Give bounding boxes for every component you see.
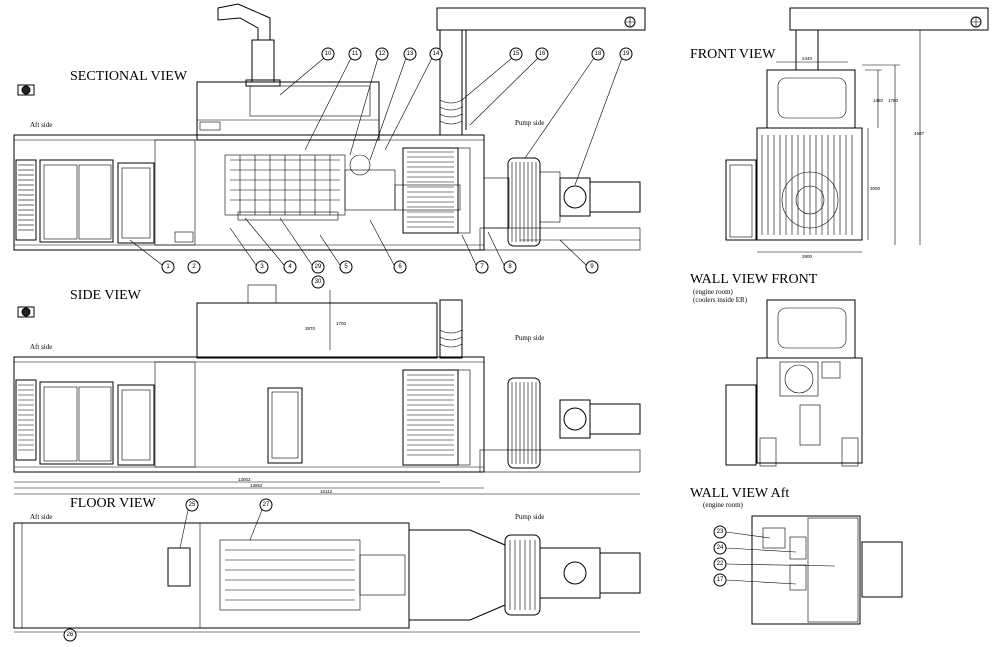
pump-side-label-2: Pump side [515, 334, 544, 342]
front-view: 2440 2800 1460 1780 3000 4587 [725, 7, 989, 259]
callout-23: 23 [717, 529, 724, 535]
dim-front-4587: 4587 [914, 131, 925, 136]
callout-7: 7 [480, 264, 484, 270]
pump [507, 157, 641, 247]
callout-14: 14 [433, 51, 440, 57]
dim-front-3000: 3000 [870, 186, 881, 191]
callout-10: 10 [325, 51, 332, 57]
callout-26: 26 [67, 632, 74, 638]
wall-view-front [725, 299, 863, 467]
callout-9: 9 [590, 264, 594, 270]
callout-5: 5 [344, 264, 348, 270]
callout-17: 17 [717, 577, 724, 583]
callout-12: 12 [379, 51, 386, 57]
callout-11: 11 [352, 51, 359, 57]
wall-view-aft-title: WALL VIEW Aft [690, 486, 789, 501]
aft-side-label-2: Aft side [30, 343, 52, 351]
aft-side-label-3: Aft side [30, 513, 52, 521]
side-view: Aft side Pump side 13002 13862 [13, 275, 641, 495]
callout-13: 13 [407, 51, 414, 57]
dim-front-1460: 1460 [873, 98, 884, 103]
callout-18: 18 [595, 51, 602, 57]
callout-27: 27 [263, 502, 270, 508]
dim-13002: 13002 [238, 477, 251, 482]
wall-view-front-title: WALL VIEW FRONT [690, 272, 818, 287]
front-view-title: FRONT VIEW [690, 47, 776, 62]
dim-1700: 1700 [336, 321, 347, 326]
engine-block [224, 154, 396, 221]
dim-front-1780: 1780 [888, 98, 899, 103]
lamp-icon [17, 84, 35, 96]
lamp-icon [17, 306, 35, 318]
dim-front-2440: 2440 [802, 56, 813, 61]
engine-room-note-aft: (engine room) [703, 501, 744, 509]
callout-24: 24 [717, 545, 724, 551]
callout-22: 22 [717, 561, 724, 567]
floor-view: Aft side Pump side 25 27 26 [13, 498, 641, 642]
callout-16: 16 [539, 51, 546, 57]
dim-3870: 3870 [305, 326, 316, 331]
dim-13862: 13862 [250, 483, 263, 488]
callout-8: 8 [508, 264, 512, 270]
callout-1: 1 [166, 264, 170, 270]
side-view-title: SIDE VIEW [70, 288, 142, 303]
callout-2: 2 [192, 264, 196, 270]
callout-6: 6 [398, 264, 402, 270]
callout-25: 25 [189, 502, 196, 508]
engine-room-note: (engine room) [693, 288, 734, 296]
sectional-view-title: SECTIONAL VIEW [70, 69, 188, 84]
sectional-view: Aft side Pump side [13, 3, 646, 274]
dim-16112: 16112 [320, 489, 333, 494]
dim-front-2800: 2800 [802, 254, 813, 259]
floor-view-title: FLOOR VIEW [70, 496, 156, 511]
callout-4: 4 [288, 264, 292, 270]
pump-side-label: Pump side [515, 119, 544, 127]
callout-30: 30 [315, 279, 322, 285]
callout-3: 3 [260, 264, 264, 270]
callout-19: 19 [623, 51, 630, 57]
pump-side-label-3: Pump side [515, 513, 544, 521]
wall-view-aft: 23 24 22 17 [713, 515, 903, 625]
coolers-note: (coolers inside ER) [693, 296, 748, 304]
callout-29: 29 [315, 264, 322, 270]
callout-15: 15 [513, 51, 520, 57]
aft-side-label: Aft side [30, 121, 52, 129]
